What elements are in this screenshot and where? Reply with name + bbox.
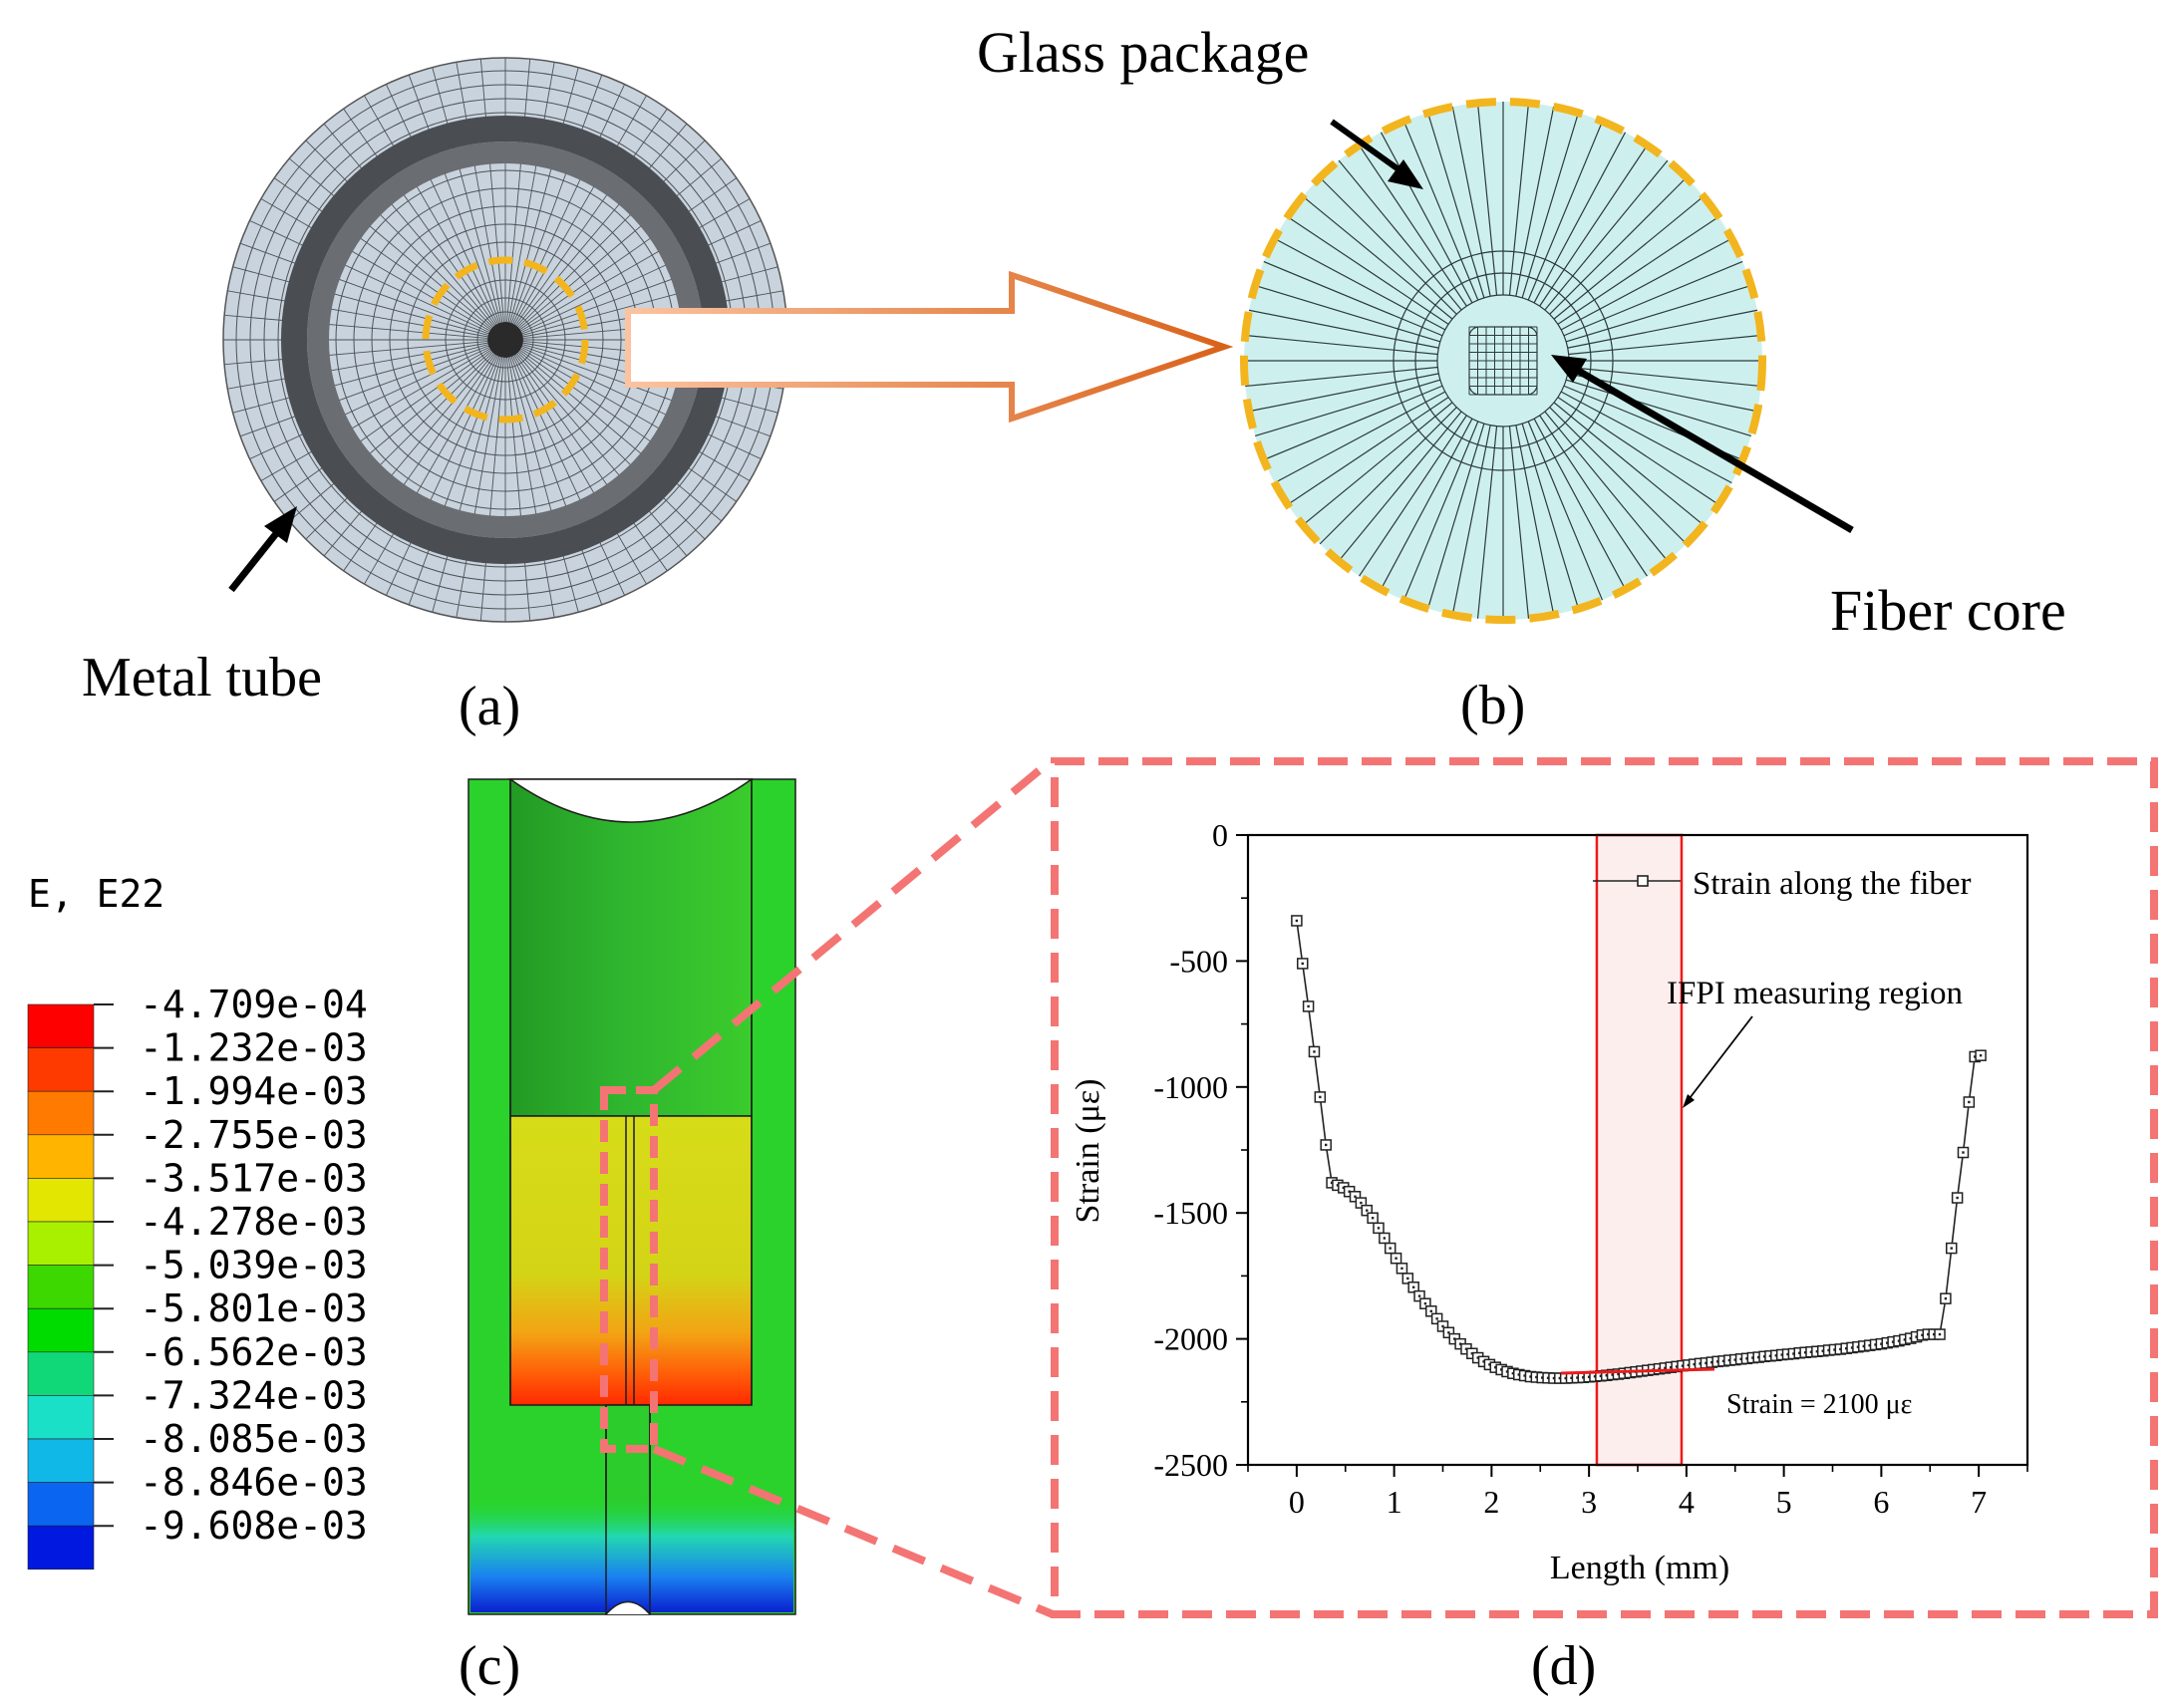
zoom-connector-bottom — [652, 1445, 1055, 1618]
metal-tube-label: Metal tube — [82, 647, 322, 709]
legend-value: -2.755e-03 — [140, 1113, 368, 1157]
legend-value: -8.085e-03 — [140, 1417, 368, 1461]
legend-value: -7.324e-03 — [140, 1373, 368, 1417]
legend-value: -5.801e-03 — [140, 1286, 368, 1330]
legend-swatch — [27, 1221, 95, 1266]
glass-package-label: Glass package — [977, 20, 1309, 85]
strain-level-marker — [1560, 1367, 1715, 1375]
y-tick-label: 0 — [1212, 817, 1228, 853]
zoom-box-d — [1051, 757, 2158, 1618]
legend-swatch — [27, 1047, 95, 1092]
zoom-region-marker — [422, 256, 589, 424]
zoom-box-c — [600, 1086, 658, 1453]
metal-tube-pointer — [228, 506, 297, 593]
x-tick-label: 4 — [1679, 1484, 1695, 1520]
y-axis-label: Strain (με) — [1070, 1079, 1106, 1224]
legend-swatch — [27, 1395, 95, 1440]
legend-value: -8.846e-03 — [140, 1461, 368, 1505]
legend-swatch — [27, 1134, 95, 1179]
x-tick-label: 2 — [1483, 1484, 1499, 1520]
y-tick-label: -2500 — [1153, 1447, 1228, 1483]
legend-swatch — [27, 1307, 95, 1353]
panel-d-label: (d) — [1531, 1635, 1596, 1697]
legend-swatch — [27, 1265, 95, 1309]
x-tick-label: 7 — [1971, 1484, 1987, 1520]
legend-swatch — [27, 1525, 95, 1570]
x-tick-label: 0 — [1289, 1484, 1305, 1520]
series-markers — [1291, 915, 1987, 1384]
x-tick-label: 3 — [1581, 1484, 1597, 1520]
y-tick-label: -500 — [1169, 943, 1228, 979]
legend-swatch — [27, 1090, 95, 1136]
region-pointer — [1683, 1015, 1753, 1108]
panel-a-cross-section-mesh — [222, 57, 788, 623]
fiber-core-pointer — [1551, 355, 1854, 534]
legend-swatch — [27, 1351, 95, 1396]
legend-value: -4.709e-04 — [140, 983, 368, 1026]
y-tick-label: -2000 — [1153, 1321, 1228, 1357]
legend-series-label: Strain along the fiber — [1693, 866, 1972, 902]
y-tick-label: -1000 — [1153, 1069, 1228, 1105]
y-tick-label: -1500 — [1153, 1195, 1228, 1231]
magnify-arrow — [625, 270, 1234, 424]
legend-value: -6.562e-03 — [140, 1330, 368, 1374]
x-tick-label: 1 — [1387, 1484, 1402, 1520]
glass-package-pointer — [1330, 119, 1423, 189]
x-axis-label: Length (mm) — [1550, 1550, 1729, 1586]
fem-tube-model — [467, 778, 796, 1615]
legend-title: E, E22 — [28, 872, 164, 916]
panel-a-label: (a) — [459, 676, 520, 737]
zoom-connector-top — [651, 755, 1056, 1094]
chart-axes: 0 1 2 3 4 5 6 7 0 -500 -1000 -1500 -2000 -2500 — [1153, 817, 2029, 1520]
legend-value: -1.994e-03 — [140, 1069, 368, 1113]
legend-swatch — [27, 1003, 95, 1048]
legend-value: -3.517e-03 — [140, 1156, 368, 1200]
panel-b-label: (b) — [1460, 675, 1525, 736]
glass-package-boundary — [1240, 98, 1766, 624]
panel-b-fiber-mesh — [1240, 98, 1766, 624]
legend-swatch — [27, 1482, 95, 1527]
strain-chart: 0 1 2 3 4 5 6 7 0 -500 -1000 -1500 -2000 -2500 Strain… — [1070, 817, 2029, 1586]
legend-value: -4.278e-03 — [140, 1200, 368, 1244]
chart-legend: Strain along the fiber — [1593, 866, 1972, 902]
strain-color-legend: -4.709e-04-1.232e-03-1.994e-03-2.755e-03… — [27, 983, 368, 1570]
region-annotation: IFPI measuring region — [1667, 976, 1963, 1011]
legend-value: -1.232e-03 — [140, 1026, 368, 1070]
x-tick-label: 5 — [1776, 1484, 1792, 1520]
strain-annotation: Strain = 2100 με — [1726, 1389, 1912, 1420]
fiber-core-label: Fiber core — [1830, 578, 2066, 643]
legend-value: -9.608e-03 — [140, 1504, 368, 1548]
legend-swatch — [27, 1438, 95, 1483]
x-tick-label: 6 — [1873, 1484, 1889, 1520]
panel-c-label: (c) — [459, 1635, 520, 1697]
legend-swatch — [27, 1178, 95, 1223]
legend-value: -5.039e-03 — [140, 1244, 368, 1287]
